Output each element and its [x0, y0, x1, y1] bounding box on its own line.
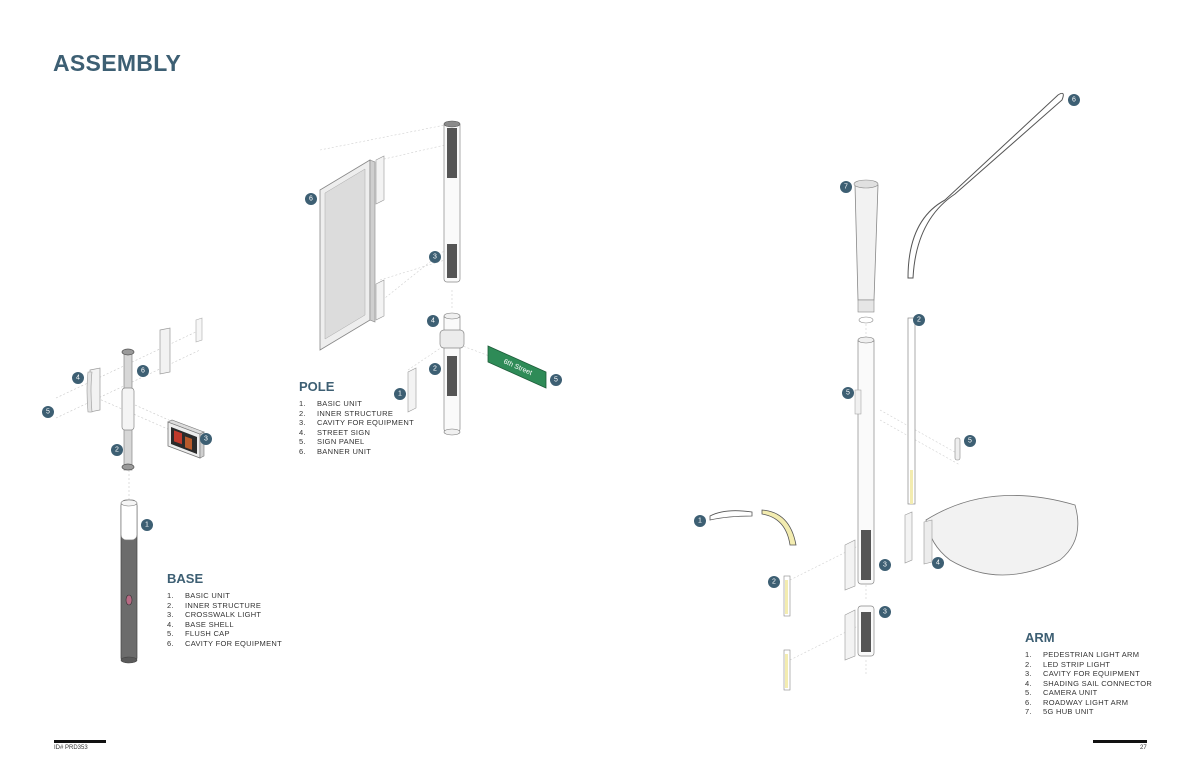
svg-text:5: 5	[46, 409, 50, 416]
svg-text:2: 2	[772, 579, 776, 586]
arm-callout-7: 7	[840, 181, 852, 193]
legend-item: 3.CAVITY FOR EQUIPMENT	[1025, 669, 1140, 678]
legend-item: 1.BASIC UNIT	[167, 591, 231, 600]
base-callout-6: 6	[137, 365, 149, 377]
base-assembly	[55, 317, 205, 664]
legend-item: 3.CROSSWALK LIGHT	[167, 610, 262, 619]
arm-heading: ARM	[1025, 630, 1055, 645]
svg-text:1: 1	[145, 522, 149, 529]
legend-item: 1.PEDESTRIAN LIGHT ARM	[1025, 650, 1140, 659]
footer-bar-left	[54, 740, 106, 743]
arm-callout-6: 6	[1068, 94, 1080, 106]
footer-id: ID# PRD353	[54, 745, 88, 751]
legend-item: 4.SHADING SAIL CONNECTOR	[1025, 678, 1153, 688]
pole-legend: POLE 1.BASIC UNIT 2.INNER STRUCTURE 3.CA…	[299, 379, 414, 456]
legend-item: 1.BASIC UNIT	[299, 399, 363, 408]
crosswalk-light	[167, 419, 205, 459]
legend-item: 3.CAVITY FOR EQUIPMENT	[299, 418, 414, 427]
base-callout-3: 3	[200, 433, 212, 445]
page-number: 27	[1140, 745, 1147, 751]
legend-item: 6.BANNER UNIT	[299, 446, 372, 456]
legend-item: 2.LED STRIP LIGHT	[1025, 659, 1111, 669]
pole-callout-4: 4	[427, 315, 439, 327]
pole-heading: POLE	[299, 379, 335, 394]
arm-callout-3a: 3	[879, 559, 891, 571]
arm-callout-2a: 2	[768, 576, 780, 588]
legend-item: 4.STREET SIGN	[299, 427, 371, 437]
pole-callout-1: 1	[394, 388, 406, 400]
pole-callout-2: 2	[429, 363, 441, 375]
arm-callout-5b: 5	[964, 435, 976, 447]
svg-text:5: 5	[554, 377, 558, 384]
svg-text:6: 6	[309, 196, 313, 203]
svg-text:4: 4	[936, 560, 940, 567]
arm-callout-2b: 2	[913, 314, 925, 326]
arm-callout-5a: 5	[842, 387, 854, 399]
svg-text:2: 2	[917, 317, 921, 324]
street-sign: 6th Street	[487, 345, 547, 389]
page-title: ASSEMBLY	[53, 50, 182, 76]
legend-item: 5.SIGN PANEL	[299, 437, 365, 446]
svg-text:4: 4	[76, 375, 80, 382]
legend-item: 7.5G HUB UNIT	[1025, 707, 1094, 716]
base-heading: BASE	[167, 571, 204, 586]
svg-text:6: 6	[141, 368, 145, 375]
pole-callout-5: 5	[550, 374, 562, 386]
legend-item: 6.CAVITY FOR EQUIPMENT	[167, 638, 282, 648]
footer-bar-right	[1093, 740, 1147, 743]
base-callout-4: 4	[72, 372, 84, 384]
svg-text:2: 2	[115, 447, 119, 454]
pole-callout-6: 6	[305, 193, 317, 205]
svg-text:3: 3	[204, 436, 208, 443]
svg-text:7: 7	[844, 184, 848, 191]
legend-item: 2.INNER STRUCTURE	[299, 408, 394, 418]
pole-callout-3: 3	[429, 251, 441, 263]
arm-callout-4: 4	[932, 557, 944, 569]
base-callout-2: 2	[111, 444, 123, 456]
arm-legend: ARM 1.PEDESTRIAN LIGHT ARM 2.LED STRIP L…	[1025, 630, 1152, 717]
legend-item: 2.INNER STRUCTURE	[167, 600, 262, 610]
svg-text:4: 4	[431, 318, 435, 325]
svg-text:3: 3	[433, 254, 437, 261]
base-legend: BASE 1.BASIC UNIT 2.INNER STRUCTURE 3.CR…	[167, 571, 282, 648]
legend-item: 4.BASE SHELL	[167, 619, 234, 629]
base-callout-5: 5	[42, 406, 54, 418]
base-callout-1: 1	[141, 519, 153, 531]
svg-text:2: 2	[433, 366, 437, 373]
arm-callout-1: 1	[694, 515, 706, 527]
svg-text:5: 5	[846, 390, 850, 397]
arm-assembly	[709, 92, 1079, 691]
svg-text:1: 1	[698, 518, 702, 525]
svg-text:1: 1	[398, 391, 402, 398]
arm-callout-3b: 3	[879, 606, 891, 618]
svg-text:5: 5	[968, 438, 972, 445]
svg-text:3: 3	[883, 609, 887, 616]
svg-text:3: 3	[883, 562, 887, 569]
legend-item: 6.ROADWAY LIGHT ARM	[1025, 697, 1129, 707]
legend-item: 5.CAMERA UNIT	[1025, 688, 1098, 697]
legend-item: 5.FLUSH CAP	[167, 629, 230, 638]
svg-text:6: 6	[1072, 97, 1076, 104]
